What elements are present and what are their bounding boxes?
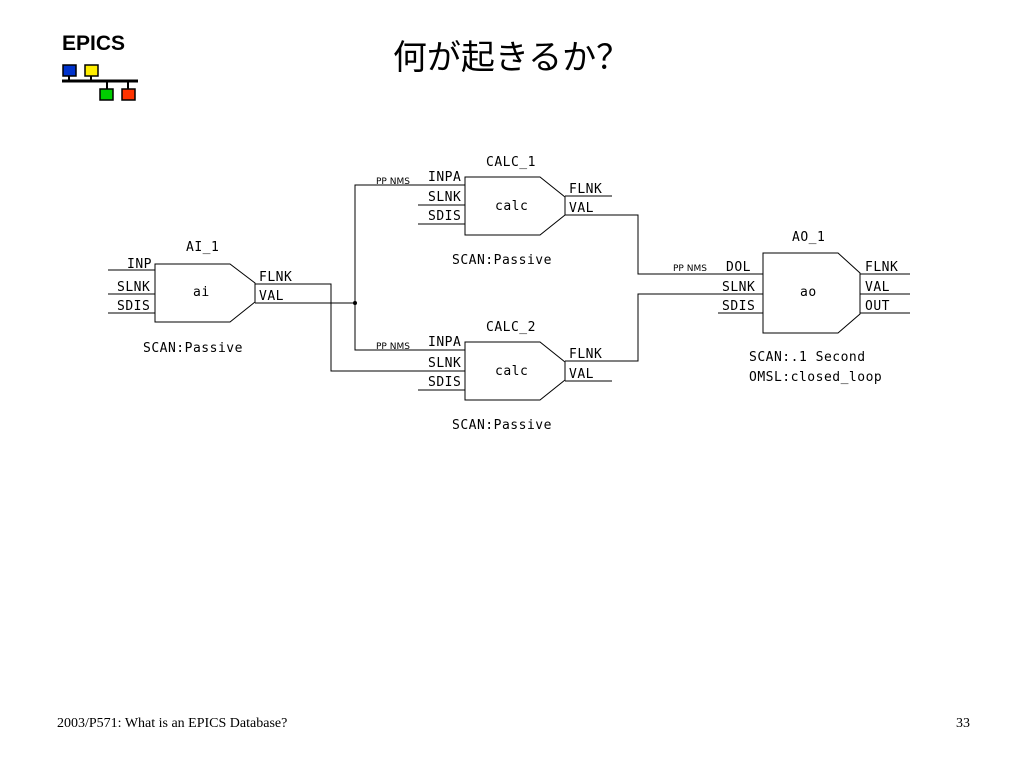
calc1-link-label: PP NMS	[376, 177, 410, 187]
ai1-name: AI_1	[186, 240, 219, 255]
calc1-input-slnk: SLNK	[428, 190, 461, 205]
ai1-input-sdis: SDIS	[117, 299, 150, 314]
calc2-name: CALC_2	[486, 320, 536, 335]
ai1-type: ai	[193, 285, 210, 300]
calc2-output-flnk: FLNK	[569, 347, 602, 362]
ao1-input-sdis: SDIS	[722, 299, 755, 314]
calc1-input-sdis: SDIS	[428, 209, 461, 224]
ao1-type: ao	[800, 285, 817, 300]
calc1-scan: SCAN:Passive	[452, 253, 552, 268]
calc2-block	[464, 341, 566, 401]
calc2-inpa-link	[354, 303, 418, 351]
ai1-scan: SCAN:Passive	[143, 341, 243, 356]
calc1-inpa-link	[354, 184, 418, 303]
calc2-input-slnk: SLNK	[428, 356, 461, 371]
ao1-input-slnk: SLNK	[722, 280, 755, 295]
footer-course: 2003/P571: What is an EPICS Database?	[57, 716, 288, 731]
ai1-block	[154, 263, 256, 323]
calc1-record: CALC_1 calc INPA SLNK SDIS FLNK VAL SCAN…	[376, 155, 612, 268]
calc2-input-sdis: SDIS	[428, 375, 461, 390]
ao1-output-out: OUT	[865, 299, 890, 314]
logo-text: EPICS	[62, 32, 126, 55]
calc2-link-label: PP NMS	[376, 342, 410, 352]
calc1-output-flnk: FLNK	[569, 182, 602, 197]
calc1-input-inpa: INPA	[428, 170, 461, 185]
calc2-flnk-link	[612, 293, 718, 362]
calc1-type: calc	[495, 199, 528, 214]
calc1-output-val: VAL	[569, 201, 594, 216]
ai1-record: AI_1 ai INP SLNK SDIS FLNK VAL SCAN:Pass…	[108, 240, 305, 356]
ai1-input-slnk: SLNK	[117, 280, 150, 295]
ai1-output-val: VAL	[259, 289, 284, 304]
ao1-link-label: PP NMS	[673, 264, 707, 274]
calc2-scan: SCAN:Passive	[452, 418, 552, 433]
calc2-input-inpa: INPA	[428, 335, 461, 350]
ao1-name: AO_1	[792, 230, 825, 245]
ao1-scan: SCAN:.1 Second	[749, 350, 866, 365]
calc1-val-link	[612, 214, 718, 275]
epics-logo-icon	[62, 64, 138, 101]
calc2-output-val: VAL	[569, 367, 594, 382]
calc2-record: CALC_2 calc INPA SLNK SDIS FLNK VAL SCAN…	[376, 320, 612, 433]
page-number: 33	[956, 716, 970, 731]
ai1-input-inp: INP	[127, 257, 152, 272]
links	[305, 184, 718, 372]
calc2-type: calc	[495, 364, 528, 379]
ao1-output-val: VAL	[865, 280, 890, 295]
ai1-flnk-link	[305, 283, 418, 372]
ao1-input-dol: DOL	[726, 260, 751, 275]
calc1-name: CALC_1	[486, 155, 536, 170]
ao1-output-flnk: FLNK	[865, 260, 898, 275]
ao1-block	[762, 252, 861, 334]
slide-title: 何が起きるか？	[392, 38, 631, 78]
ao1-omsl: OMSL:closed_loop	[749, 370, 882, 385]
ai1-output-flnk: FLNK	[259, 270, 292, 285]
ao1-record: AO_1 ao DOL SLNK SDIS FLNK VAL OUT SCAN:…	[673, 230, 910, 385]
